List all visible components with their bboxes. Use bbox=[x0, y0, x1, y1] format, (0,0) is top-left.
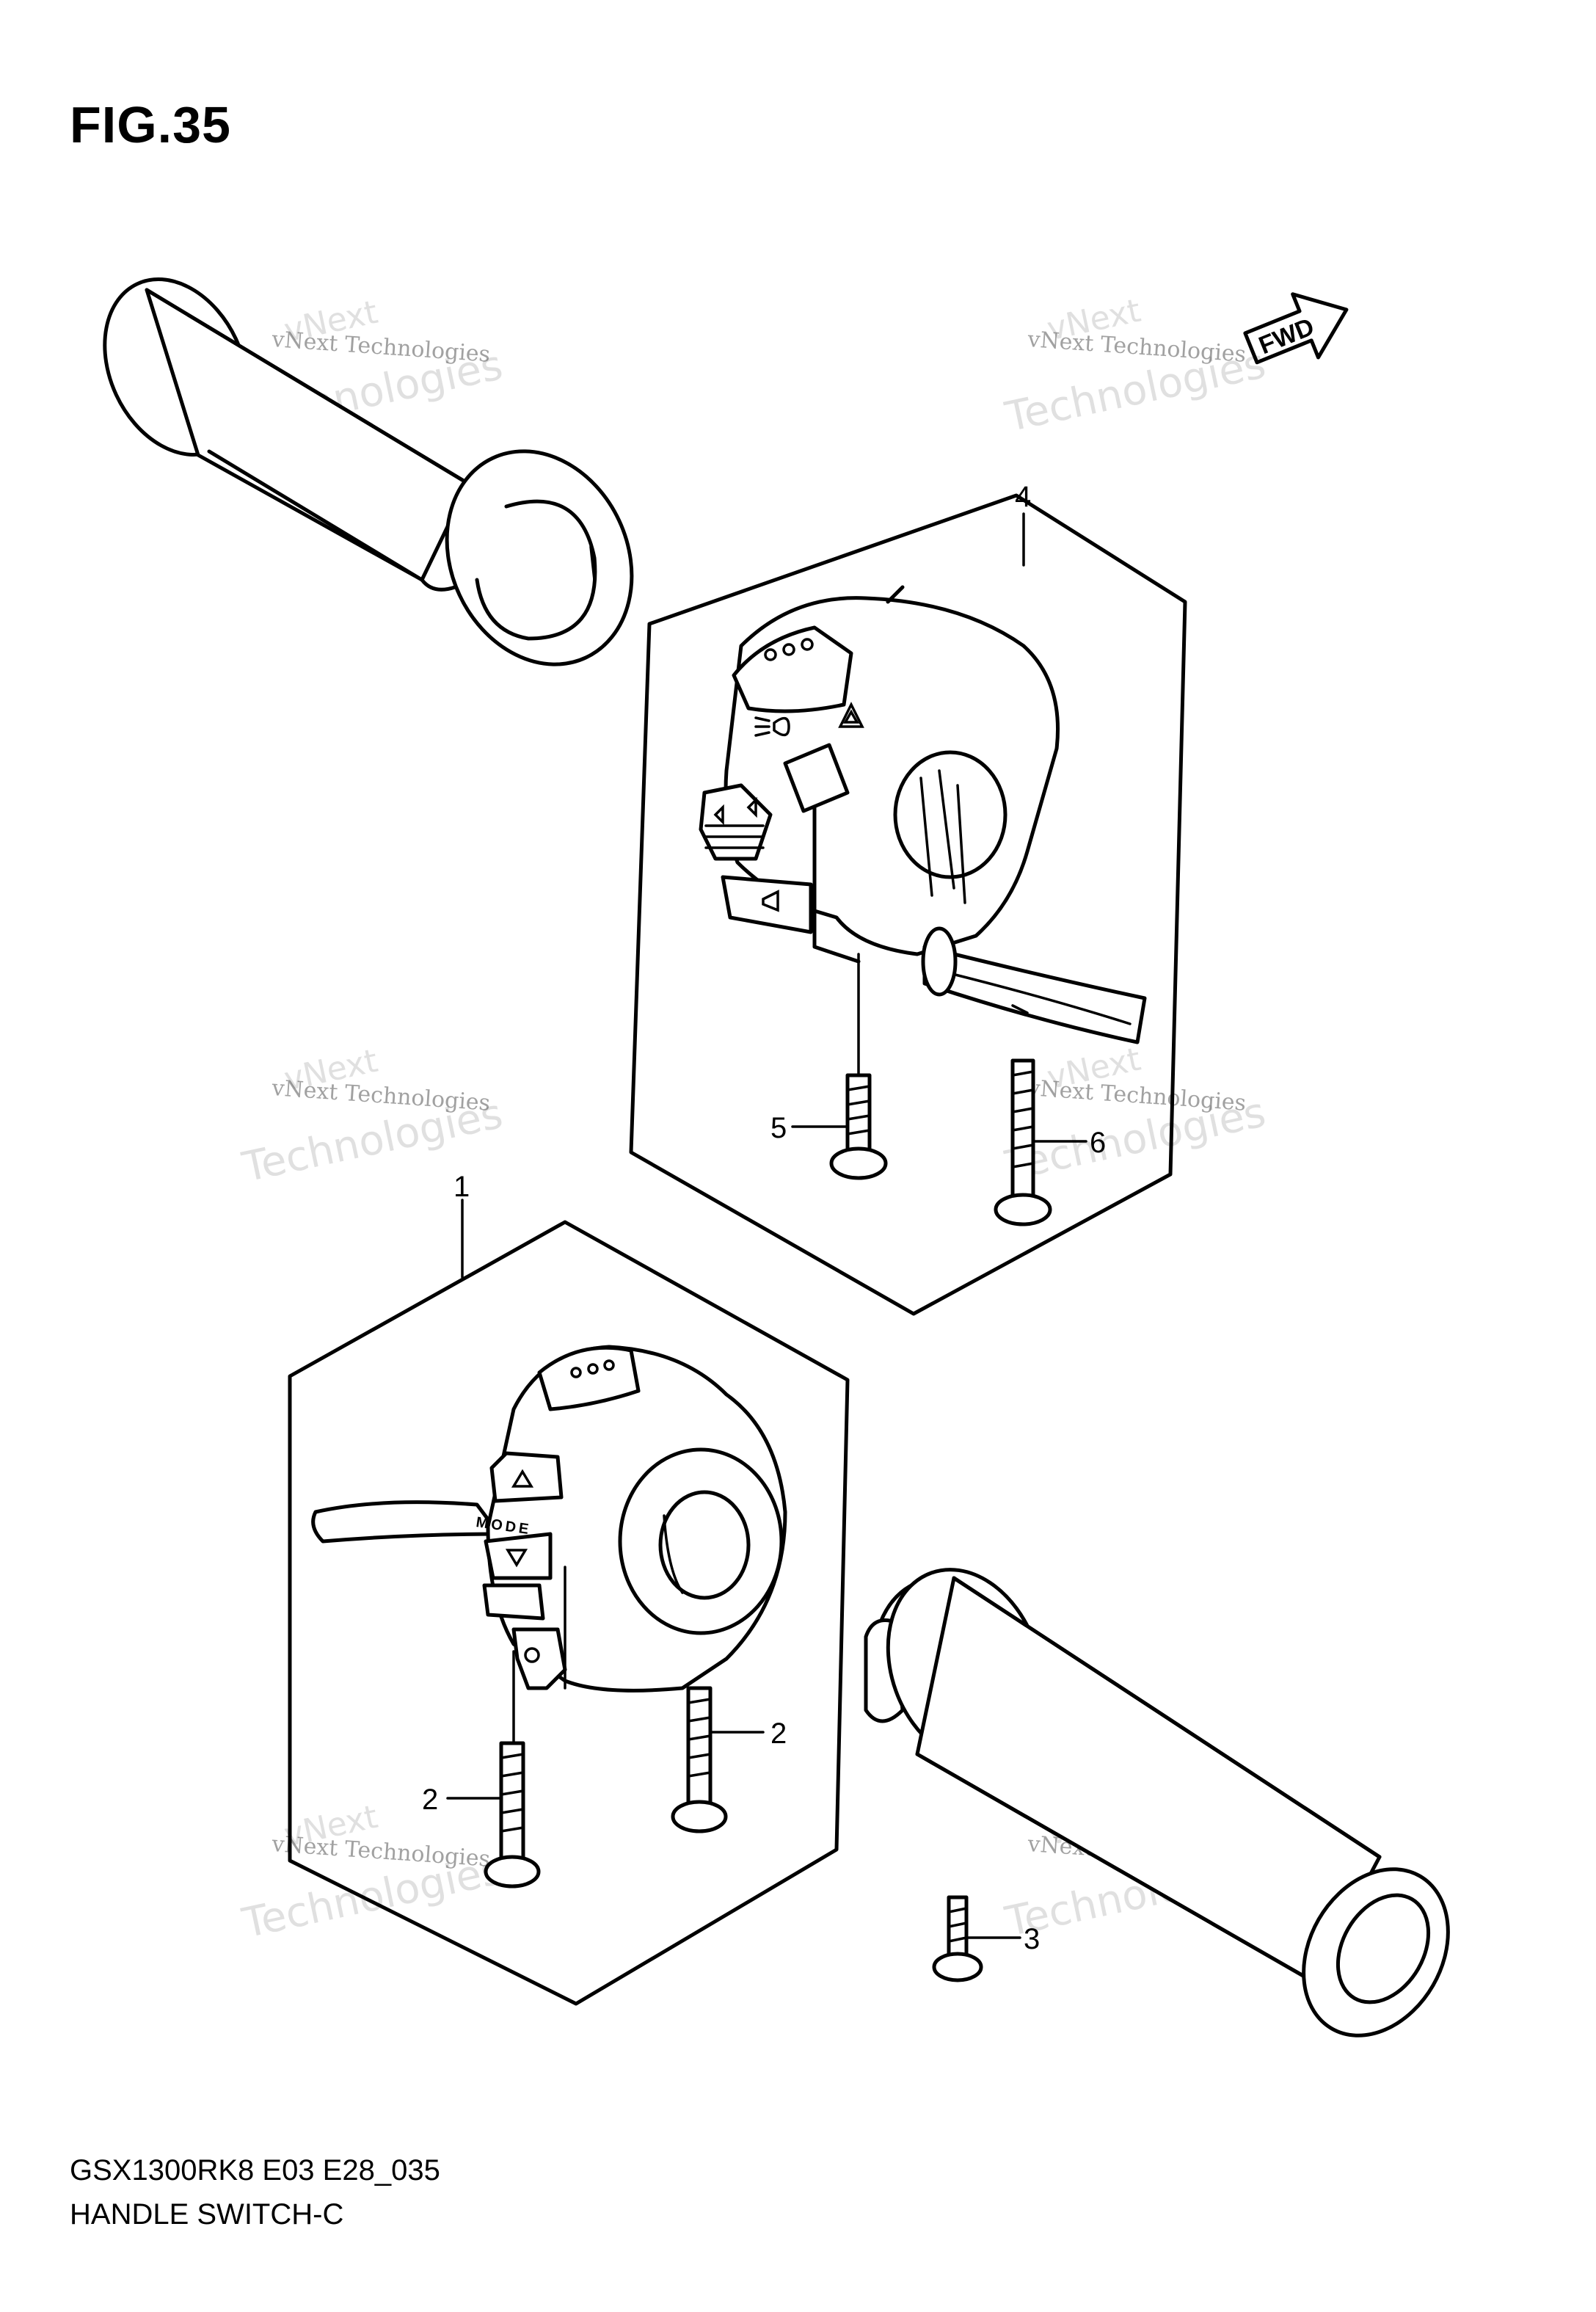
left-handlebar-grip bbox=[103, 277, 634, 666]
mode-down-button bbox=[484, 1532, 553, 1580]
right-throttle-grip bbox=[864, 1568, 1450, 2037]
fwd-arrow-icon bbox=[1243, 292, 1349, 365]
assembly-4-outline bbox=[629, 493, 1187, 1316]
fwd-arrow-label: FWD bbox=[1255, 313, 1318, 360]
screw-2a bbox=[484, 1741, 541, 1889]
callout-4: 4 bbox=[1015, 481, 1031, 513]
screw-6 bbox=[994, 1058, 1052, 1226]
model-code: GSX1300RK8 E03 E28_035 bbox=[70, 2154, 440, 2186]
watermark-text-b: vNext Technologies bbox=[270, 1075, 491, 1116]
callout-6: 6 bbox=[1090, 1127, 1106, 1159]
watermark-text-b: vNext Technologies bbox=[1026, 327, 1247, 368]
callout-1: 1 bbox=[453, 1171, 470, 1203]
watermark-text-b: vNext Technologies bbox=[270, 327, 491, 368]
watermark-text-b: vNext Technologies bbox=[1026, 1075, 1247, 1116]
starter-button bbox=[783, 743, 850, 813]
hazard-icon bbox=[838, 702, 864, 728]
figure-title: FIG.35 bbox=[70, 96, 231, 153]
screw-2b bbox=[671, 1686, 728, 1833]
right-handlebar-switch bbox=[699, 585, 1147, 1044]
headlight-icon bbox=[754, 716, 790, 737]
screw-3 bbox=[932, 1895, 983, 1982]
callout-2a: 2 bbox=[422, 1784, 438, 1816]
left-handlebar-switch: MODE bbox=[311, 1345, 787, 1693]
assembly-1-outline bbox=[288, 1220, 850, 2006]
passing-switch bbox=[511, 1627, 567, 1690]
diagram-name: HANDLE SWITCH-C bbox=[70, 2198, 344, 2231]
callout-5: 5 bbox=[770, 1112, 787, 1144]
callout-2b: 2 bbox=[770, 1717, 787, 1750]
callout-3: 3 bbox=[1024, 1923, 1040, 1955]
screw-5 bbox=[829, 1073, 888, 1180]
